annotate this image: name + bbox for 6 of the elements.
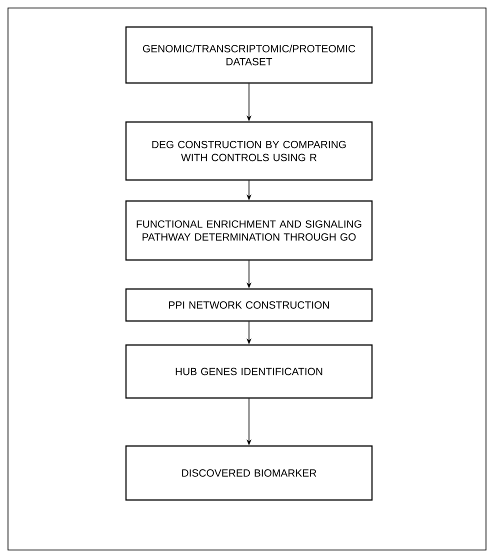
process-box: GENOMIC/TRANSCRIPTOMIC/PROTEOMIC DATASET <box>125 26 373 84</box>
process-box: HUB GENES IDENTIFICATION <box>125 344 373 399</box>
process-box: PPI NETWORK CONSTRUCTION <box>125 288 373 322</box>
process-box: DISCOVERED BIOMARKER <box>125 445 373 501</box>
process-box: FUNCTIONAL ENRICHMENT AND SIGNALING PATHWAY DETERMINATION THROUGH GO <box>125 200 373 261</box>
process-box: DEG CONSTRUCTION BY COMPARING WITH CONTROLS USING R <box>125 121 373 181</box>
